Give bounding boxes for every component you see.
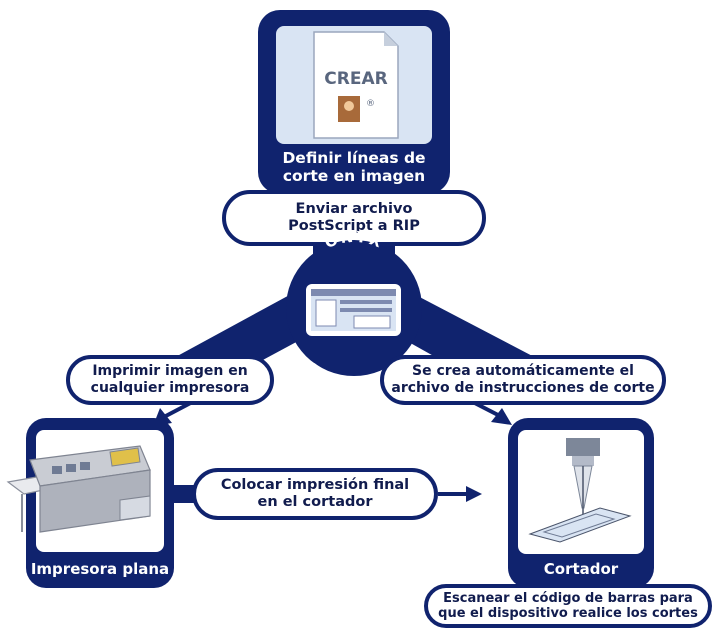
arrow-place-to-cutter (438, 486, 482, 502)
cutter-card: Cortador (508, 418, 654, 588)
pill-line: Colocar impresión final (220, 476, 410, 493)
document-title: CREAR (324, 69, 387, 89)
pill-line: cualquier impresora (90, 380, 250, 396)
cut-instructions-pill: Se crea automáticamente el archivo de in… (380, 355, 666, 405)
pill-line: PostScript a RIP (288, 218, 420, 234)
cutter-head (566, 438, 600, 456)
pill-line: Enviar archivo (295, 200, 413, 217)
scan-barcode-text: Escanear el código de barras para que el… (438, 591, 698, 622)
cutter-icon (528, 438, 632, 543)
pill-line: que el dispositivo realice los cortes (438, 606, 698, 621)
label-line: Definir líneas de (282, 149, 426, 167)
pill-line: Escanear el código de barras para (443, 590, 693, 606)
cutter-label: Cortador (543, 560, 619, 578)
send-postscript-text: Enviar archivo PostScript a RIP (288, 201, 420, 235)
pill-line: Imprimir imagen en (92, 363, 248, 380)
place-final-print-text: Colocar impresión final en el cortador (221, 477, 409, 511)
flatbed-printer-label: Impresora plana (30, 560, 170, 578)
label-line: corte en imagen (282, 166, 426, 185)
print-image-text: Imprimir imagen en cualquier impresora (91, 363, 250, 396)
define-cut-lines-label: Definir líneas de corte en imagen (258, 149, 450, 186)
print-image-pill: Imprimir imagen en cualquier impresora (66, 355, 274, 405)
cut-instructions-text: Se crea automáticamente el archivo de in… (391, 363, 654, 396)
scan-barcode-pill: Escanear el código de barras para que el… (424, 584, 712, 628)
document-icon: CREAR ® (313, 31, 399, 139)
send-postscript-pill: Enviar archivo PostScript a RIP (222, 190, 486, 246)
registered-mark: ® (366, 99, 375, 109)
define-cut-lines-card: CREAR ® Definir líneas de corte en image… (258, 10, 450, 194)
pill-line: archivo de instrucciones de corte (391, 380, 655, 396)
place-final-print-pill: Colocar impresión final en el cortador (192, 468, 438, 520)
pill-line: Se crea automáticamente el (412, 363, 634, 380)
cutter-panel (518, 430, 644, 554)
pill-line: en el cortador (257, 494, 373, 510)
document-panel: CREAR ® (276, 26, 432, 144)
